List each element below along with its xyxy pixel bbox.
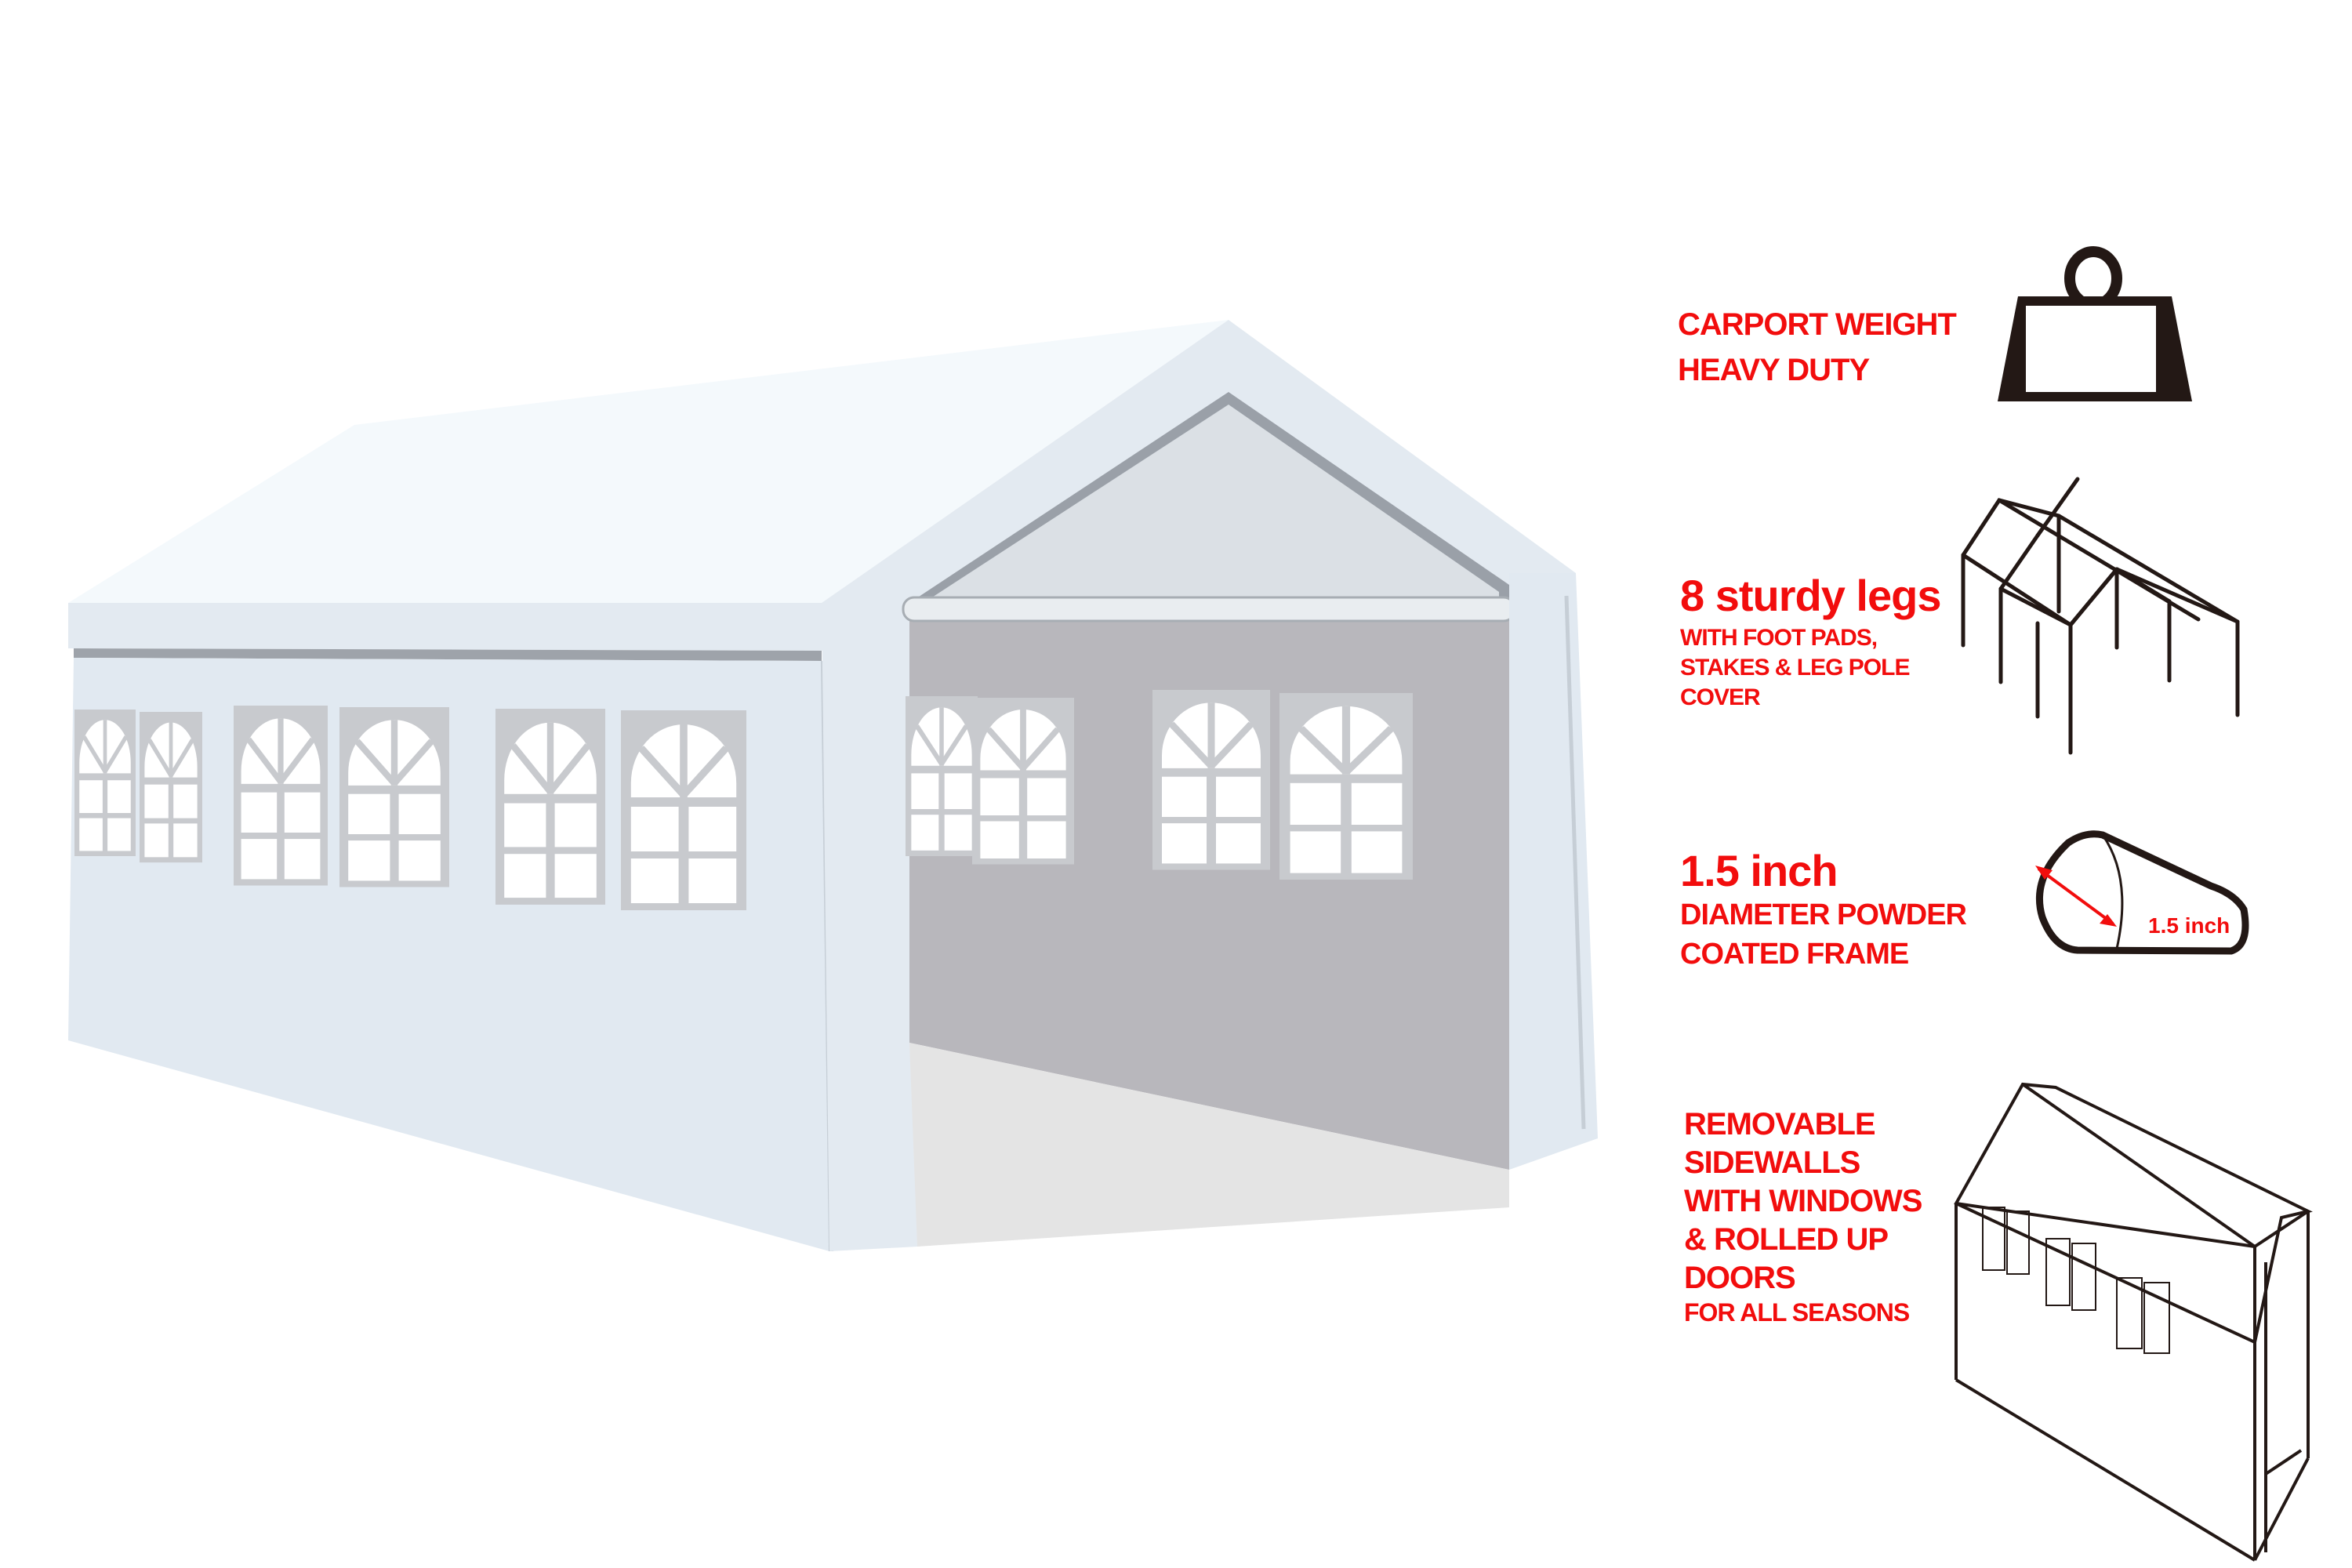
- feature-sidewalls-subline: FOR ALL SEASONS: [1684, 1298, 1910, 1327]
- feature-sidewalls-line-1: REMOVABLE: [1684, 1107, 1876, 1142]
- feature-legs: 8 sturdy legs WITH FOOT PADS, STAKES & L…: [1680, 568, 1941, 713]
- gable-inner: [924, 405, 1499, 603]
- tent-outline-icon: [1954, 1082, 2313, 1562]
- feature-weight-line-2: HEAVY DUTY: [1678, 353, 1870, 387]
- interior-floor: [909, 1043, 1509, 1247]
- feature-weight-line-1: CARPORT WEIGHT: [1678, 307, 1957, 342]
- feature-frame-line-1: DIAMETER POWDER: [1680, 898, 1967, 931]
- interior-windows: [906, 690, 1413, 880]
- tube-diameter-icon: 1.5 inch: [2035, 830, 2249, 955]
- feature-frame-headline: 1.5 inch: [1680, 846, 1838, 895]
- rolled-up-door: [902, 596, 1516, 622]
- feature-sidewalls-line-3: WITH WINDOWS: [1684, 1184, 1922, 1218]
- feature-sidewalls-line-2: SIDEWALLS: [1684, 1145, 1860, 1180]
- weight-icon: [1998, 246, 2192, 401]
- tent-roof: [68, 320, 1229, 603]
- feature-sidewalls: REMOVABLE SIDEWALLS WITH WINDOWS & ROLLE…: [1684, 1105, 1922, 1327]
- feature-legs-line-1: WITH FOOT PADS,: [1680, 625, 1878, 651]
- frame-legs-icon: [1961, 477, 2240, 755]
- feature-legs-line-2: STAKES & LEG POLE: [1680, 655, 1910, 681]
- feature-sidewalls-line-5: DOORS: [1684, 1261, 1796, 1295]
- feature-weight: CARPORT WEIGHT HEAVY DUTY: [1678, 302, 1957, 393]
- feature-frame-line-2: COATED FRAME: [1680, 938, 1909, 971]
- feature-legs-line-3: COVER: [1680, 684, 1761, 710]
- feature-sidewalls-line-4: & ROLLED UP: [1684, 1222, 1889, 1257]
- feature-frame: 1.5 inch DIAMETER POWDER COATED FRAME: [1680, 846, 1967, 974]
- tube-diameter-label: 1.5 inch: [2148, 913, 2230, 938]
- feature-legs-headline: 8 sturdy legs: [1680, 571, 1941, 620]
